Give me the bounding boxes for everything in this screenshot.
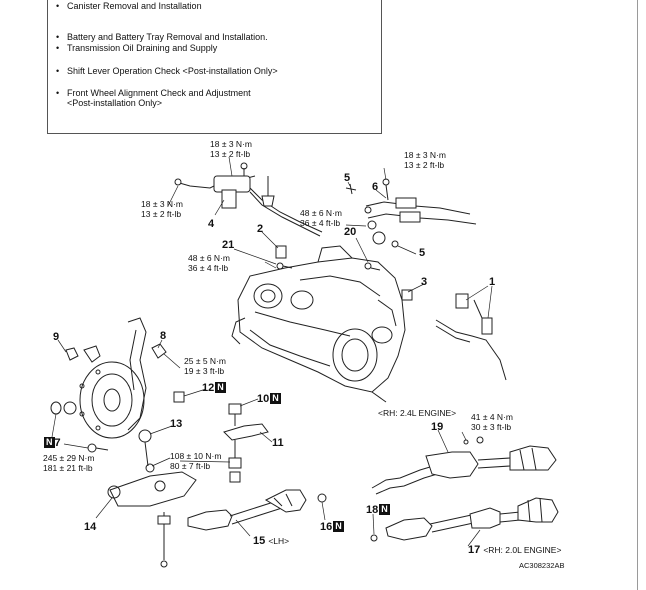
torque-label: 18 ± 3 N·m 13 ± 2 ft-lb [141,199,183,219]
part-number-4: 4 [208,218,215,230]
part-number-21: 21 [222,239,235,251]
torque-imperial: 13 ± 2 ft-lb [404,160,445,170]
part-number-value: 12 [202,382,215,394]
new-part-badge: N [215,382,226,393]
torque-metric: 18 ± 3 N·m [141,199,183,209]
part-number-2: 2 [257,223,264,235]
part-number-value: 15 [253,535,266,547]
torque-metric: 18 ± 3 N·m [404,150,446,160]
torque-metric: 18 ± 3 N·m [210,139,252,149]
torque-metric: 48 ± 6 N·m [188,253,230,263]
part-number-5: 5 [419,247,426,259]
rh-24l-engine-label: <RH: 2.4L ENGINE> [378,408,457,418]
torque-imperial: 80 ± 7 ft-lb [170,461,211,471]
small-fastener-parts [275,183,413,301]
torque-label: 18 ± 3 N·m 13 ± 2 ft-lb [404,150,446,170]
part-note: <RH: 2.0L ENGINE> [483,545,562,555]
torque-imperial: 36 ± 4 ft-lb [188,263,229,273]
torque-imperial: 13 ± 2 ft-lb [141,209,182,219]
note-item: Canister Removal and Installation [56,1,202,11]
torque-label: 41 ± 4 N·m 30 ± 3 ft-lb [471,412,513,432]
torque-metric: 25 ± 5 N·m [184,356,226,366]
torque-imperial: 181 ± 21 ft-lb [43,463,93,473]
part-number-9: 9 [53,331,60,343]
new-part-badge: N [44,437,55,448]
new-part-badge: N [270,393,281,404]
right-border-line [637,0,638,590]
new-part-badge: N [379,504,390,515]
shift-cable-ends [364,178,477,248]
hub-knuckle-assembly [50,317,167,453]
lh-driveshaft [187,489,327,531]
part-number-8: 8 [160,330,167,342]
torque-label: 48 ± 6 N·m 36 ± 4 ft-lb [188,253,230,273]
part-number-19: 19 [431,421,444,433]
note-item: Shift Lever Operation Check <Post-instal… [56,66,278,76]
note-item-continued: <Post-installation Only> [67,98,163,108]
procedure-notes-box: Canister Removal and Installation Batter… [47,0,382,134]
part-number-6: 6 [372,181,379,193]
torque-imperial: 13 ± 2 ft-lb [210,149,251,159]
stabilizer-link-parts [173,391,269,483]
torque-label: 245 ± 29 N·m 181 ± 21 ft-lb [43,453,94,473]
torque-metric: 108 ± 10 N·m [170,451,222,461]
part-number-3: 3 [421,276,428,288]
part-number-value: 17 [468,544,481,556]
part-number-15: 15 <LH> [253,535,289,547]
new-part-badge: N [333,521,344,532]
part-number-value: 10 [257,393,270,405]
torque-label: 18 ± 3 N·m 13 ± 2 ft-lb [210,139,252,159]
part-number-value: 16 [320,521,333,533]
part-number-17: 17 <RH: 2.0L ENGINE> [468,544,561,556]
lower-arm [107,429,197,568]
torque-label: 48 ± 6 N·m 36 ± 4 ft-lb [300,208,342,228]
note-item: Transmission Oil Draining and Supply [56,43,217,53]
part-number-value: 18 [366,504,379,516]
part-number-11: 11 [272,437,284,449]
part-number-13: 13 [170,418,183,430]
part-number-value: 7 [54,437,61,449]
torque-imperial: 30 ± 3 ft-lb [471,422,512,432]
rh-driveshaft-20l [370,497,559,542]
torque-label: 108 ± 10 N·m 80 ± 7 ft-lb [170,451,221,471]
note-item: Battery and Battery Tray Removal and Ins… [56,32,268,42]
part-number-1: 1 [489,276,496,288]
torque-metric: 41 ± 4 N·m [471,412,513,422]
figure-code: AC308232AB [519,561,565,570]
note-item: Front Wheel Alignment Check and Adjustme… [56,88,251,98]
leader-lines [51,156,493,547]
torque-imperial: 19 ± 3 ft-lb [184,366,225,376]
part-number-20: 20 [344,226,357,238]
harness-clip-assembly [435,293,507,381]
torque-imperial: 36 ± 4 ft-lb [300,218,341,228]
torque-label: 25 ± 5 N·m 19 ± 3 ft-lb [184,356,226,376]
rh-driveshaft-24l [371,436,557,495]
part-number-14: 14 [84,521,97,533]
torque-metric: 245 ± 29 N·m [43,453,95,463]
part-number-5: 5 [344,172,351,184]
part-note: <LH> [268,536,290,546]
cable-bracket-assembly [174,162,323,237]
torque-metric: 48 ± 6 N·m [300,208,342,218]
transmission-body [231,245,406,403]
